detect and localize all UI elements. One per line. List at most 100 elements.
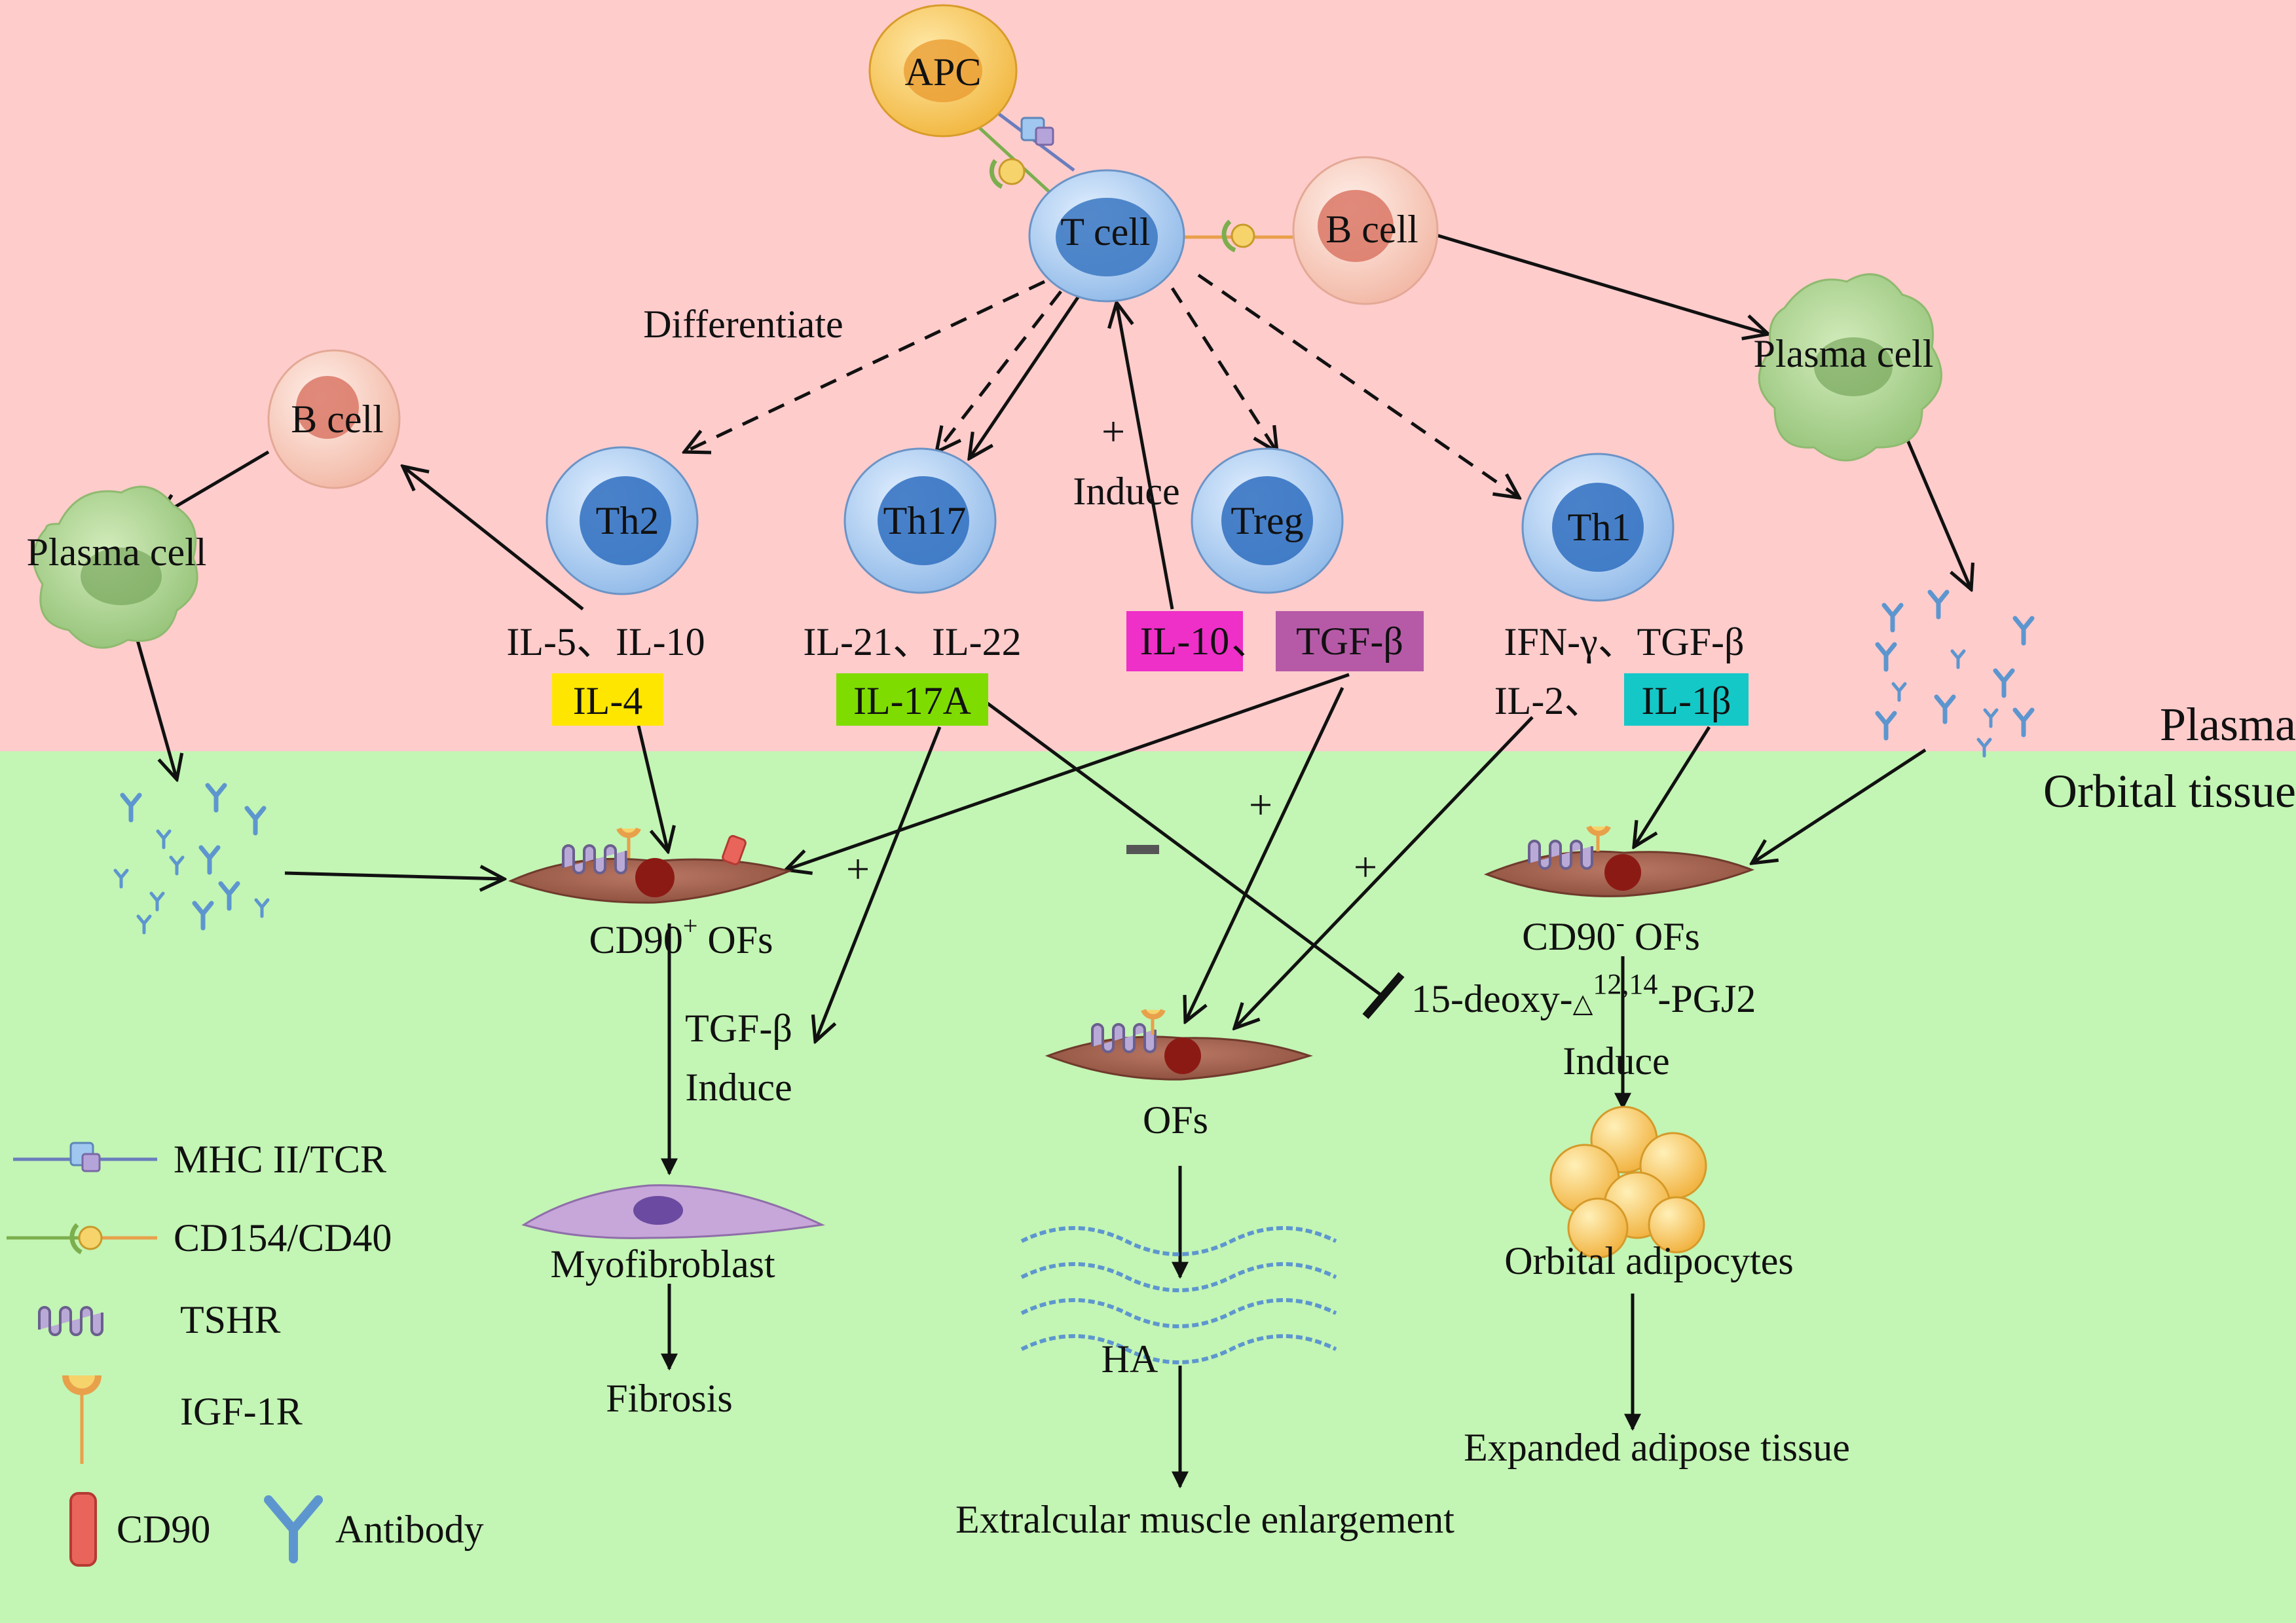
tgfb-induce-line2: Induce bbox=[685, 1066, 792, 1109]
differentiate-label: Differentiate bbox=[643, 303, 843, 346]
th1-cytokines-line1: IFN-γ、TGF-β bbox=[1504, 620, 1744, 663]
arrow-bcell-plasma-right bbox=[1427, 231, 1768, 334]
plus-sign-il2-ofs: + bbox=[1354, 844, 1377, 890]
adipocyte-cluster bbox=[1549, 1106, 1707, 1259]
il10-label: IL-10 bbox=[1140, 620, 1230, 663]
plasma-cell-left-label: Plasma cell bbox=[27, 531, 207, 574]
plus-sign-tgfb-ofs: + bbox=[1249, 781, 1272, 828]
th1-label: Th1 bbox=[1568, 506, 1631, 549]
inhibit-il17a-pgj2 bbox=[981, 698, 1383, 998]
plus-sign-cd90pos: + bbox=[846, 846, 870, 892]
il4-label: IL-4 bbox=[573, 679, 643, 722]
il4-badge bbox=[552, 673, 663, 726]
arrow-antibodies-cd90pos bbox=[284, 873, 504, 879]
tgfb-label: TGF-β bbox=[1296, 620, 1403, 663]
legend-mhc-tcr-label: MHC II/TCR bbox=[174, 1138, 386, 1181]
t-cell-label: T cell bbox=[1060, 210, 1150, 253]
treg-label: Treg bbox=[1231, 499, 1303, 542]
b-cell-left-label: B cell bbox=[291, 398, 384, 441]
th1-cytokines-line2: IL-2、 bbox=[1494, 679, 1604, 722]
tgfb-induce-line1: TGF-β bbox=[685, 1007, 792, 1050]
arrow-tcell-th2 bbox=[684, 280, 1046, 452]
il1b-label: IL-1β bbox=[1641, 679, 1731, 722]
th2-cytokines: IL-5、IL-10 bbox=[506, 620, 705, 663]
legend-cd90-icon bbox=[69, 1492, 97, 1567]
legend-tshr-label: TSHR bbox=[180, 1298, 280, 1341]
ha-strands bbox=[1020, 1226, 1337, 1364]
myofibroblast-cell bbox=[521, 1184, 826, 1239]
ofs-label: OFs bbox=[1143, 1098, 1208, 1142]
arrow-il1b-cd90neg bbox=[1634, 726, 1711, 847]
ha-label: HA bbox=[1102, 1337, 1158, 1381]
il1b-badge bbox=[1624, 673, 1749, 726]
legend-cd154-cd40-label: CD154/CD40 bbox=[174, 1216, 392, 1259]
th17-label: Th17 bbox=[883, 499, 967, 542]
cd90pos-ofs-label: CD90+ OFs bbox=[589, 911, 773, 961]
ofs-fibroblast bbox=[1045, 1009, 1313, 1081]
th1-cell: Th1 bbox=[1521, 453, 1675, 602]
plasma-cell-left: Plasma cell bbox=[27, 485, 207, 649]
legend-igf1r-label: IGF-1R bbox=[180, 1390, 303, 1433]
th2-label: Th2 bbox=[596, 499, 659, 542]
legend-tshr-icon bbox=[38, 1306, 103, 1336]
region-label-plasma: Plasma bbox=[2160, 698, 2296, 751]
plasma-cell-right: Plasma cell bbox=[1754, 273, 1942, 462]
tgfb-badge bbox=[1276, 611, 1424, 671]
arrow-tcell-th1 bbox=[1197, 273, 1519, 498]
pgj2-induce-label: Induce bbox=[1563, 1039, 1669, 1083]
arrow-plasma-left-antibodies bbox=[132, 628, 177, 779]
arrow-antibodies-cd90neg bbox=[1752, 748, 1927, 863]
induce-plus-sign: + bbox=[1102, 408, 1125, 455]
cd90neg-ofs-label: CD90- OFs bbox=[1522, 908, 1700, 958]
adipocytes-label: Orbital adipocytes bbox=[1504, 1239, 1794, 1282]
arrow-il5-bcell bbox=[403, 466, 584, 610]
b-cell-top-label: B cell bbox=[1325, 208, 1418, 251]
induce-top-label: Induce bbox=[1073, 470, 1179, 513]
fibrosis-label: Fibrosis bbox=[606, 1377, 732, 1420]
apc-cell: APC bbox=[868, 4, 1018, 138]
cd90neg-fibroblast bbox=[1483, 825, 1755, 897]
th2-cell: Th2 bbox=[546, 446, 699, 595]
il17a-badge bbox=[836, 673, 988, 726]
arrow-tcell-treg bbox=[1170, 287, 1277, 452]
muscle-label: Extralcular muscle enlargement bbox=[955, 1498, 1454, 1541]
myofibroblast-label: Myofibroblast bbox=[550, 1242, 775, 1286]
arrow-tcell-th17 bbox=[969, 292, 1083, 458]
mhc-tcr-receptor-icon bbox=[1020, 117, 1054, 146]
legend-antibody-icon bbox=[264, 1495, 323, 1563]
arrow-tgfb-cd90pos bbox=[786, 673, 1350, 870]
arrow-tcell-th17-dashed bbox=[936, 290, 1062, 452]
tcell-bcell-receptor-icon bbox=[1221, 219, 1255, 253]
pgj2-label: 15-deoxy-△12,14-PGJ2 bbox=[1411, 968, 1756, 1020]
il10-tgfb-separator: 、 bbox=[1231, 620, 1270, 663]
b-cell-top: B cell bbox=[1292, 156, 1439, 305]
apc-label: APC bbox=[905, 50, 982, 94]
adipose-label: Expanded adipose tissue bbox=[1464, 1426, 1850, 1469]
treg-cell: Treg bbox=[1191, 447, 1344, 594]
t-cell: T cell bbox=[1028, 169, 1185, 303]
cd90-marker bbox=[722, 834, 747, 866]
th17-cytokines: IL-21、IL-22 bbox=[803, 620, 1021, 663]
arrow-il4-cd90pos bbox=[637, 725, 668, 851]
legend: MHC II/TCR CD154/CD40 TSHR IGF-1R CD90 A… bbox=[7, 1138, 484, 1567]
arrow-il10-tcell bbox=[1117, 303, 1174, 610]
plasma-cell-right-label: Plasma cell bbox=[1754, 332, 1934, 375]
cd90pos-fibroblast bbox=[508, 827, 792, 904]
cd154-cd40-receptor-icon bbox=[989, 158, 1026, 189]
legend-antibody-label: Antibody bbox=[335, 1508, 484, 1551]
igf1r-on-cd90pos bbox=[616, 827, 641, 858]
arrow-il2-ofs bbox=[1234, 716, 1534, 1028]
legend-mhc-tcr-icon bbox=[13, 1142, 157, 1172]
inhibit-bar bbox=[1362, 972, 1405, 1019]
arrow-plasma-right-antibodies bbox=[1894, 412, 1971, 589]
il10-badge bbox=[1126, 611, 1243, 671]
legend-cd90-label: CD90 bbox=[117, 1508, 210, 1551]
th17-cell: Th17 bbox=[843, 447, 997, 594]
region-label-orbital: Orbital tissue bbox=[2043, 765, 2296, 817]
orbital-region bbox=[0, 751, 2296, 1623]
legend-cd154-cd40-icon bbox=[7, 1223, 157, 1255]
legend-igf1r-icon bbox=[62, 1375, 102, 1464]
connector-lines bbox=[132, 90, 1971, 1489]
il17a-label: IL-17A bbox=[853, 679, 971, 722]
